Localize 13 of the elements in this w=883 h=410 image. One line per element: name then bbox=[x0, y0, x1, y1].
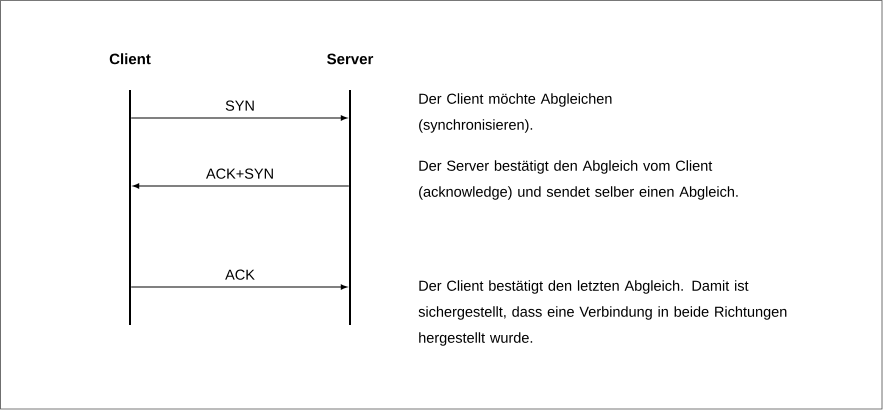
node-label: Client bbox=[110, 53, 151, 64]
arrow bbox=[132, 183, 350, 189]
arrow bbox=[130, 115, 348, 121]
lifeline: Client bbox=[110, 53, 151, 325]
note: Der Client bestätigt den letzten Abgleich. Damit ist sichergestellt, dass eine Verbindung in beide Richtungen hergestellt wurde. bbox=[418, 280, 786, 346]
note: Der Server bestätigt den Abgleich vom Client (acknowledge) und sendet selber einen Abgleich. bbox=[419, 160, 738, 200]
edge-label: ACK+SYN bbox=[206, 168, 273, 179]
arrow bbox=[130, 284, 348, 290]
edge-label: ACK bbox=[225, 270, 255, 280]
note: Der Client möchte Abgleichen (synchronisieren). bbox=[419, 93, 612, 133]
edge-label: SYN bbox=[226, 100, 254, 111]
node-label: Server bbox=[327, 54, 374, 64]
lifeline: Server bbox=[327, 54, 374, 325]
